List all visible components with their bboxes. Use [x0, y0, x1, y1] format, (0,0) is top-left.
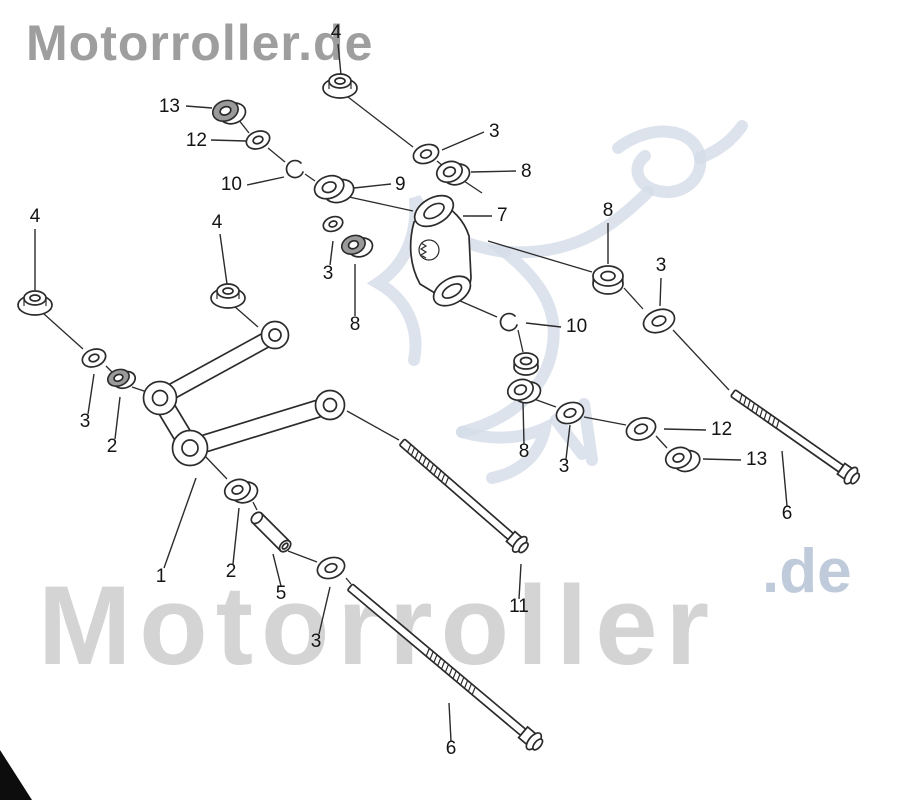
part-flange-nut-top	[322, 73, 358, 99]
callout-13-left: 13	[159, 96, 180, 117]
callout-3-small: 3	[323, 263, 334, 284]
callout-10-mid: 10	[566, 316, 587, 337]
part-bolt-6-right	[730, 389, 861, 485]
callout-8-mid: 8	[350, 314, 361, 335]
part-1-linkage-arms	[142, 320, 346, 467]
callout-3-left: 3	[80, 411, 91, 432]
leader-lines	[34, 43, 788, 742]
callout-4-left: 4	[30, 206, 41, 227]
callout-8-axis: 8	[519, 441, 530, 462]
callout-6-right: 6	[782, 503, 793, 524]
part-7-bracket	[409, 194, 472, 307]
callout-12-left: 12	[186, 130, 207, 151]
callout-10-left: 10	[221, 174, 242, 195]
brand-logo-watermark-icon	[366, 120, 748, 484]
part-flange-nut-left	[17, 290, 53, 316]
part-washer-3-small	[322, 215, 344, 233]
callout-9: 9	[395, 174, 406, 195]
part-snap-ring-10-mid	[499, 312, 518, 332]
callout-3-upper: 3	[489, 121, 500, 142]
part-bushing-2-mid	[223, 478, 259, 504]
callout-6-bottom: 6	[446, 738, 457, 759]
callout-7: 7	[497, 205, 508, 226]
part-flange-nut-mid	[210, 283, 246, 309]
part-washer-12-right	[625, 417, 657, 441]
callout-8-upper: 8	[521, 161, 532, 182]
corner-mark	[0, 750, 32, 800]
part-snap-ring-10-left	[285, 159, 304, 179]
watermark-motorroller: Motorroller	[38, 563, 717, 688]
part-washer-12-left	[245, 130, 271, 150]
callout-labels: 4 13 12 3 10 9 8 7 8 4 4 3 3 8 10 3 2 1 …	[30, 22, 793, 759]
callout-4-top: 4	[331, 22, 342, 43]
part-washer-3-right	[642, 308, 676, 334]
part-bushing-2-left	[106, 368, 137, 390]
callout-1: 1	[156, 566, 167, 587]
watermark-de-suffix: .de	[762, 537, 852, 606]
callout-2-mid: 2	[226, 561, 237, 582]
callout-5: 5	[276, 583, 287, 604]
callout-3-axis: 3	[559, 456, 570, 477]
parts-layer	[17, 73, 861, 751]
part-bolt-6-bottom	[347, 583, 544, 751]
axis-lines	[43, 96, 730, 585]
part-bushing-9	[313, 174, 355, 204]
part-bushing-8-upper	[435, 160, 471, 186]
part-washer-3-axis	[555, 401, 585, 425]
part-spacer-5	[250, 511, 292, 553]
callout-3-bottom: 3	[311, 631, 322, 652]
callout-13-right: 13	[746, 449, 767, 470]
part-bushing-13-left	[211, 99, 247, 125]
part-nut-8-right	[592, 265, 624, 295]
part-bushing-8-axis	[506, 378, 542, 404]
callout-12-right: 12	[711, 419, 732, 440]
part-nut-3-mid	[513, 352, 539, 376]
part-bushing-13-right	[664, 446, 701, 473]
callout-8-right: 8	[603, 200, 614, 221]
callout-4-mid: 4	[212, 212, 223, 233]
callout-3-right: 3	[656, 255, 667, 276]
part-washer-3-bottom	[316, 556, 346, 580]
header-brand: Motorroller.de	[26, 15, 373, 71]
part-washer-3-left	[81, 348, 107, 368]
part-washer-3-upper	[412, 143, 440, 165]
part-bushing-8-mid	[340, 234, 374, 258]
part-bolt-11	[399, 438, 529, 554]
callout-2-left: 2	[107, 436, 118, 457]
callout-11: 11	[509, 596, 529, 617]
